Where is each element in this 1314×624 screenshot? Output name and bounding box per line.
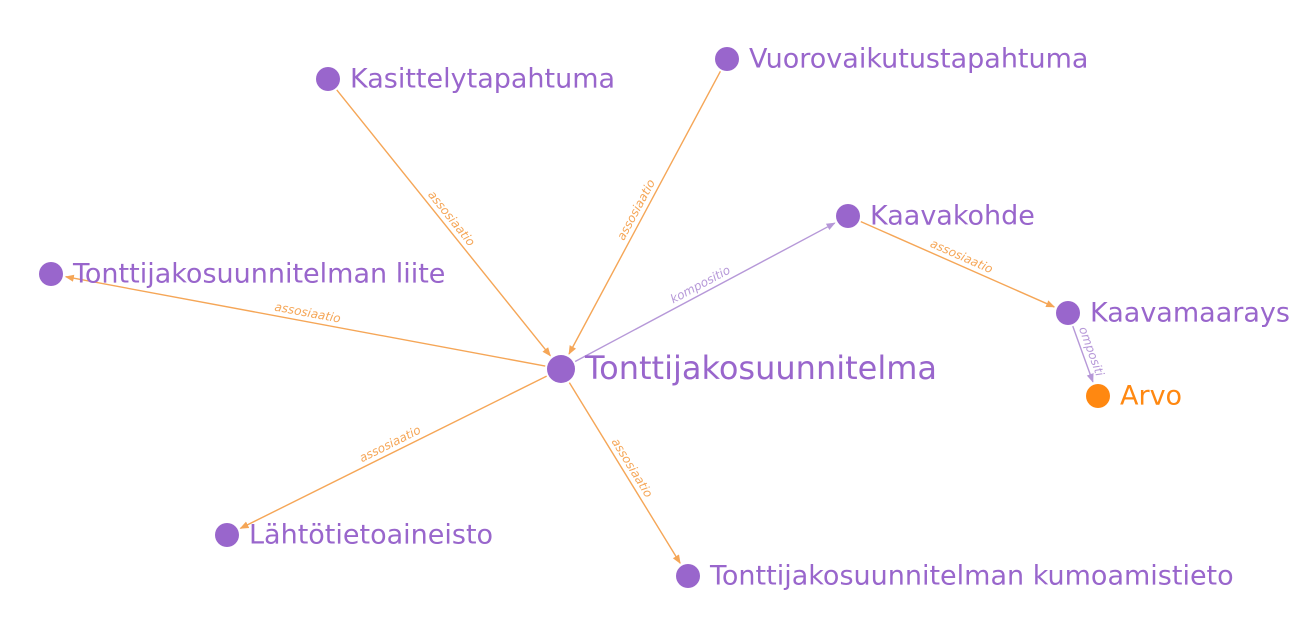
node-kumoamistieto[interactable]: Tonttijakosuunnitelman kumoamistieto xyxy=(676,561,1234,592)
edge-label-kasittelytapahtuma-tonttijakosuunnitelma: assosiaatio xyxy=(425,188,478,249)
node-dot-vuorovaikutustapahtuma[interactable] xyxy=(715,47,739,71)
edge-tonttijakosuunnitelma-liite xyxy=(64,274,546,367)
node-dot-kumoamistieto[interactable] xyxy=(676,564,700,588)
edge-vuorovaikutustapahtuma-tonttijakosuunnitelma xyxy=(568,71,722,355)
node-dot-kasittelytapahtuma[interactable] xyxy=(316,67,340,91)
node-lahtotietoaineisto[interactable]: Lähtötietoaineisto xyxy=(215,520,493,551)
node-kaavamaarays[interactable]: Kaavamaarays xyxy=(1056,298,1290,329)
node-label-arvo[interactable]: Arvo xyxy=(1120,381,1182,412)
node-dot-liite[interactable] xyxy=(39,262,63,286)
node-label-kasittelytapahtuma[interactable]: Kasittelytapahtuma xyxy=(350,64,615,95)
node-dot-tonttijakosuunnitelma[interactable] xyxy=(547,355,575,383)
node-label-kumoamistieto[interactable]: Tonttijakosuunnitelman kumoamistieto xyxy=(709,561,1234,592)
edge-label-tonttijakosuunnitelma-lahtotietoaineisto: assosiaatio xyxy=(357,423,423,465)
node-liite[interactable]: Tonttijakosuunnitelman liite xyxy=(39,259,445,290)
node-tonttijakosuunnitelma[interactable]: Tonttijakosuunnitelma xyxy=(547,349,937,387)
node-label-kaavakohde[interactable]: Kaavakohde xyxy=(870,201,1035,232)
node-dot-kaavakohde[interactable] xyxy=(836,204,860,228)
node-label-tonttijakosuunnitelma[interactable]: Tonttijakosuunnitelma xyxy=(584,349,937,387)
node-label-liite[interactable]: Tonttijakosuunnitelman liite xyxy=(72,259,445,290)
edge-label-kaavamaarays-arvo: ompositi xyxy=(1076,325,1107,379)
edge-label-vuorovaikutustapahtuma-tonttijakosuunnitelma: assosiaatio xyxy=(614,177,658,243)
edge-kaavakohde-kaavamaarays xyxy=(860,221,1056,308)
nodes-layer: Tonttijakosuunnitelma Kasittelytapahtuma V… xyxy=(39,44,1290,592)
node-label-kaavamaarays[interactable]: Kaavamaarays xyxy=(1090,298,1290,329)
edge-label-tonttijakosuunnitelma-kumoamistieto: assosiaatio xyxy=(609,436,656,500)
edge-kaavamaarays-arvo xyxy=(1072,325,1094,383)
node-kasittelytapahtuma[interactable]: Kasittelytapahtuma xyxy=(316,64,615,95)
node-vuorovaikutustapahtuma[interactable]: Vuorovaikutustapahtuma xyxy=(715,44,1088,75)
node-dot-arvo[interactable] xyxy=(1086,384,1110,408)
edge-tonttijakosuunnitelma-kumoamistieto xyxy=(568,382,681,564)
edge-kasittelytapahtuma-tonttijakosuunnitelma xyxy=(336,89,551,357)
edge-tonttijakosuunnitelma-kaavakohde xyxy=(574,222,836,363)
node-label-lahtotietoaineisto[interactable]: Lähtötietoaineisto xyxy=(249,520,493,551)
node-dot-lahtotietoaineisto[interactable] xyxy=(215,523,239,547)
node-kaavakohde[interactable]: Kaavakohde xyxy=(836,201,1035,232)
edge-tonttijakosuunnitelma-lahtotietoaineisto xyxy=(239,375,547,529)
node-label-vuorovaikutustapahtuma[interactable]: Vuorovaikutustapahtuma xyxy=(749,44,1088,75)
node-arvo[interactable]: Arvo xyxy=(1086,381,1182,412)
node-dot-kaavamaarays[interactable] xyxy=(1056,301,1080,325)
edge-label-tonttijakosuunnitelma-kaavakohde: kompositio xyxy=(668,263,733,306)
